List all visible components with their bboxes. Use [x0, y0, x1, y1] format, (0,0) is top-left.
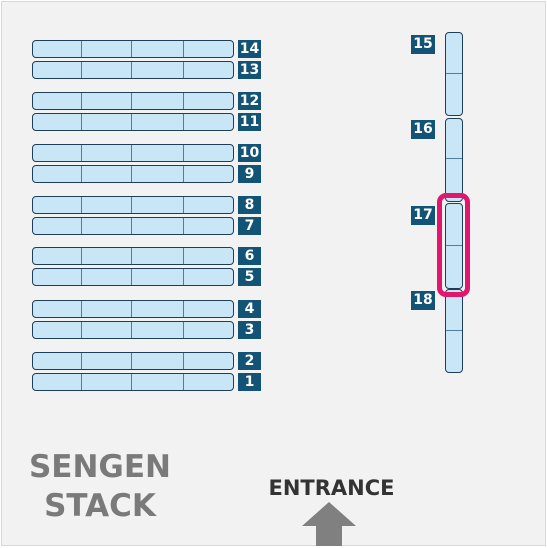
shelf-label-16[interactable]: 16	[411, 120, 435, 139]
shelf-14[interactable]	[32, 40, 234, 58]
shelf-label-17[interactable]: 17	[411, 206, 435, 225]
shelf-2[interactable]	[32, 352, 234, 370]
shelf-section-divider	[81, 218, 82, 234]
shelf-label-10[interactable]: 10	[238, 144, 261, 162]
shelf-section-divider	[131, 374, 132, 390]
shelf-section-divider	[131, 269, 132, 285]
shelf-section-divider	[183, 269, 184, 285]
shelf-16[interactable]	[445, 118, 463, 202]
shelf-section-divider	[131, 248, 132, 264]
shelf-11[interactable]	[32, 113, 234, 131]
shelf-1[interactable]	[32, 373, 234, 391]
shelf-section-divider	[183, 374, 184, 390]
shelf-section-divider	[81, 197, 82, 213]
shelf-13[interactable]	[32, 61, 234, 79]
shelf-12[interactable]	[32, 92, 234, 110]
shelf-section-divider	[183, 145, 184, 161]
shelf-section-divider	[81, 322, 82, 338]
shelf-section-divider	[183, 197, 184, 213]
shelf-label-13[interactable]: 13	[238, 61, 261, 79]
shelf-label-1[interactable]: 1	[238, 373, 261, 391]
shelf-section-divider	[183, 353, 184, 369]
shelf-section-divider	[131, 353, 132, 369]
shelf-label-15[interactable]: 15	[411, 35, 435, 54]
shelf-9[interactable]	[32, 165, 234, 183]
shelf-18[interactable]	[445, 289, 463, 373]
shelf-15[interactable]	[445, 32, 463, 116]
shelf-8[interactable]	[32, 196, 234, 214]
shelf-section-divider	[81, 41, 82, 57]
shelf-section-divider	[183, 114, 184, 130]
shelf-section-divider	[131, 114, 132, 130]
shelf-label-12[interactable]: 12	[238, 92, 261, 110]
entrance-label: ENTRANCE	[268, 476, 395, 500]
stack-title-line-2: STACK	[44, 488, 156, 524]
shelf-17[interactable]	[445, 203, 463, 289]
shelf-section-divider	[81, 248, 82, 264]
shelf-section-divider	[81, 62, 82, 78]
shelf-label-18[interactable]: 18	[411, 291, 435, 310]
selected-shelf-highlight	[437, 193, 470, 297]
shelf-section-divider	[183, 41, 184, 57]
shelf-section-divider	[183, 218, 184, 234]
shelf-section-divider	[183, 93, 184, 109]
shelf-label-4[interactable]: 4	[238, 300, 261, 318]
shelf-section-divider	[81, 166, 82, 182]
shelf-section-divider	[183, 166, 184, 182]
shelf-7[interactable]	[32, 217, 234, 235]
shelf-label-6[interactable]: 6	[238, 247, 261, 265]
shelf-section-divider	[81, 353, 82, 369]
shelf-label-11[interactable]: 11	[238, 113, 261, 131]
shelf-section-divider	[131, 93, 132, 109]
shelf-6[interactable]	[32, 247, 234, 265]
shelf-section-divider	[131, 301, 132, 317]
shelf-section-divider	[131, 197, 132, 213]
arrow-up-icon	[302, 502, 356, 546]
shelf-section-divider	[183, 62, 184, 78]
shelf-4[interactable]	[32, 300, 234, 318]
shelf-section-divider	[446, 245, 462, 246]
shelf-3[interactable]	[32, 321, 234, 339]
shelf-section-divider	[183, 248, 184, 264]
shelf-label-14[interactable]: 14	[238, 40, 261, 58]
shelf-section-divider	[81, 114, 82, 130]
shelf-label-2[interactable]: 2	[238, 352, 261, 370]
shelf-section-divider	[131, 218, 132, 234]
shelf-section-divider	[131, 145, 132, 161]
shelf-section-divider	[446, 330, 462, 331]
shelf-section-divider	[131, 322, 132, 338]
shelf-section-divider	[446, 73, 462, 74]
shelf-5[interactable]	[32, 268, 234, 286]
shelf-section-divider	[131, 41, 132, 57]
shelf-section-divider	[81, 301, 82, 317]
shelf-label-7[interactable]: 7	[238, 217, 261, 235]
shelf-label-9[interactable]: 9	[238, 165, 261, 183]
shelf-section-divider	[131, 62, 132, 78]
stack-title-line-1: SENGEN	[28, 449, 171, 485]
shelf-label-5[interactable]: 5	[238, 268, 261, 286]
shelf-label-8[interactable]: 8	[238, 196, 261, 214]
shelf-section-divider	[81, 93, 82, 109]
shelf-label-3[interactable]: 3	[238, 321, 261, 339]
shelf-section-divider	[81, 269, 82, 285]
shelf-section-divider	[183, 322, 184, 338]
shelf-section-divider	[446, 158, 462, 159]
shelf-section-divider	[81, 374, 82, 390]
shelf-section-divider	[131, 166, 132, 182]
shelf-10[interactable]	[32, 144, 234, 162]
shelf-section-divider	[81, 145, 82, 161]
shelf-section-divider	[183, 301, 184, 317]
